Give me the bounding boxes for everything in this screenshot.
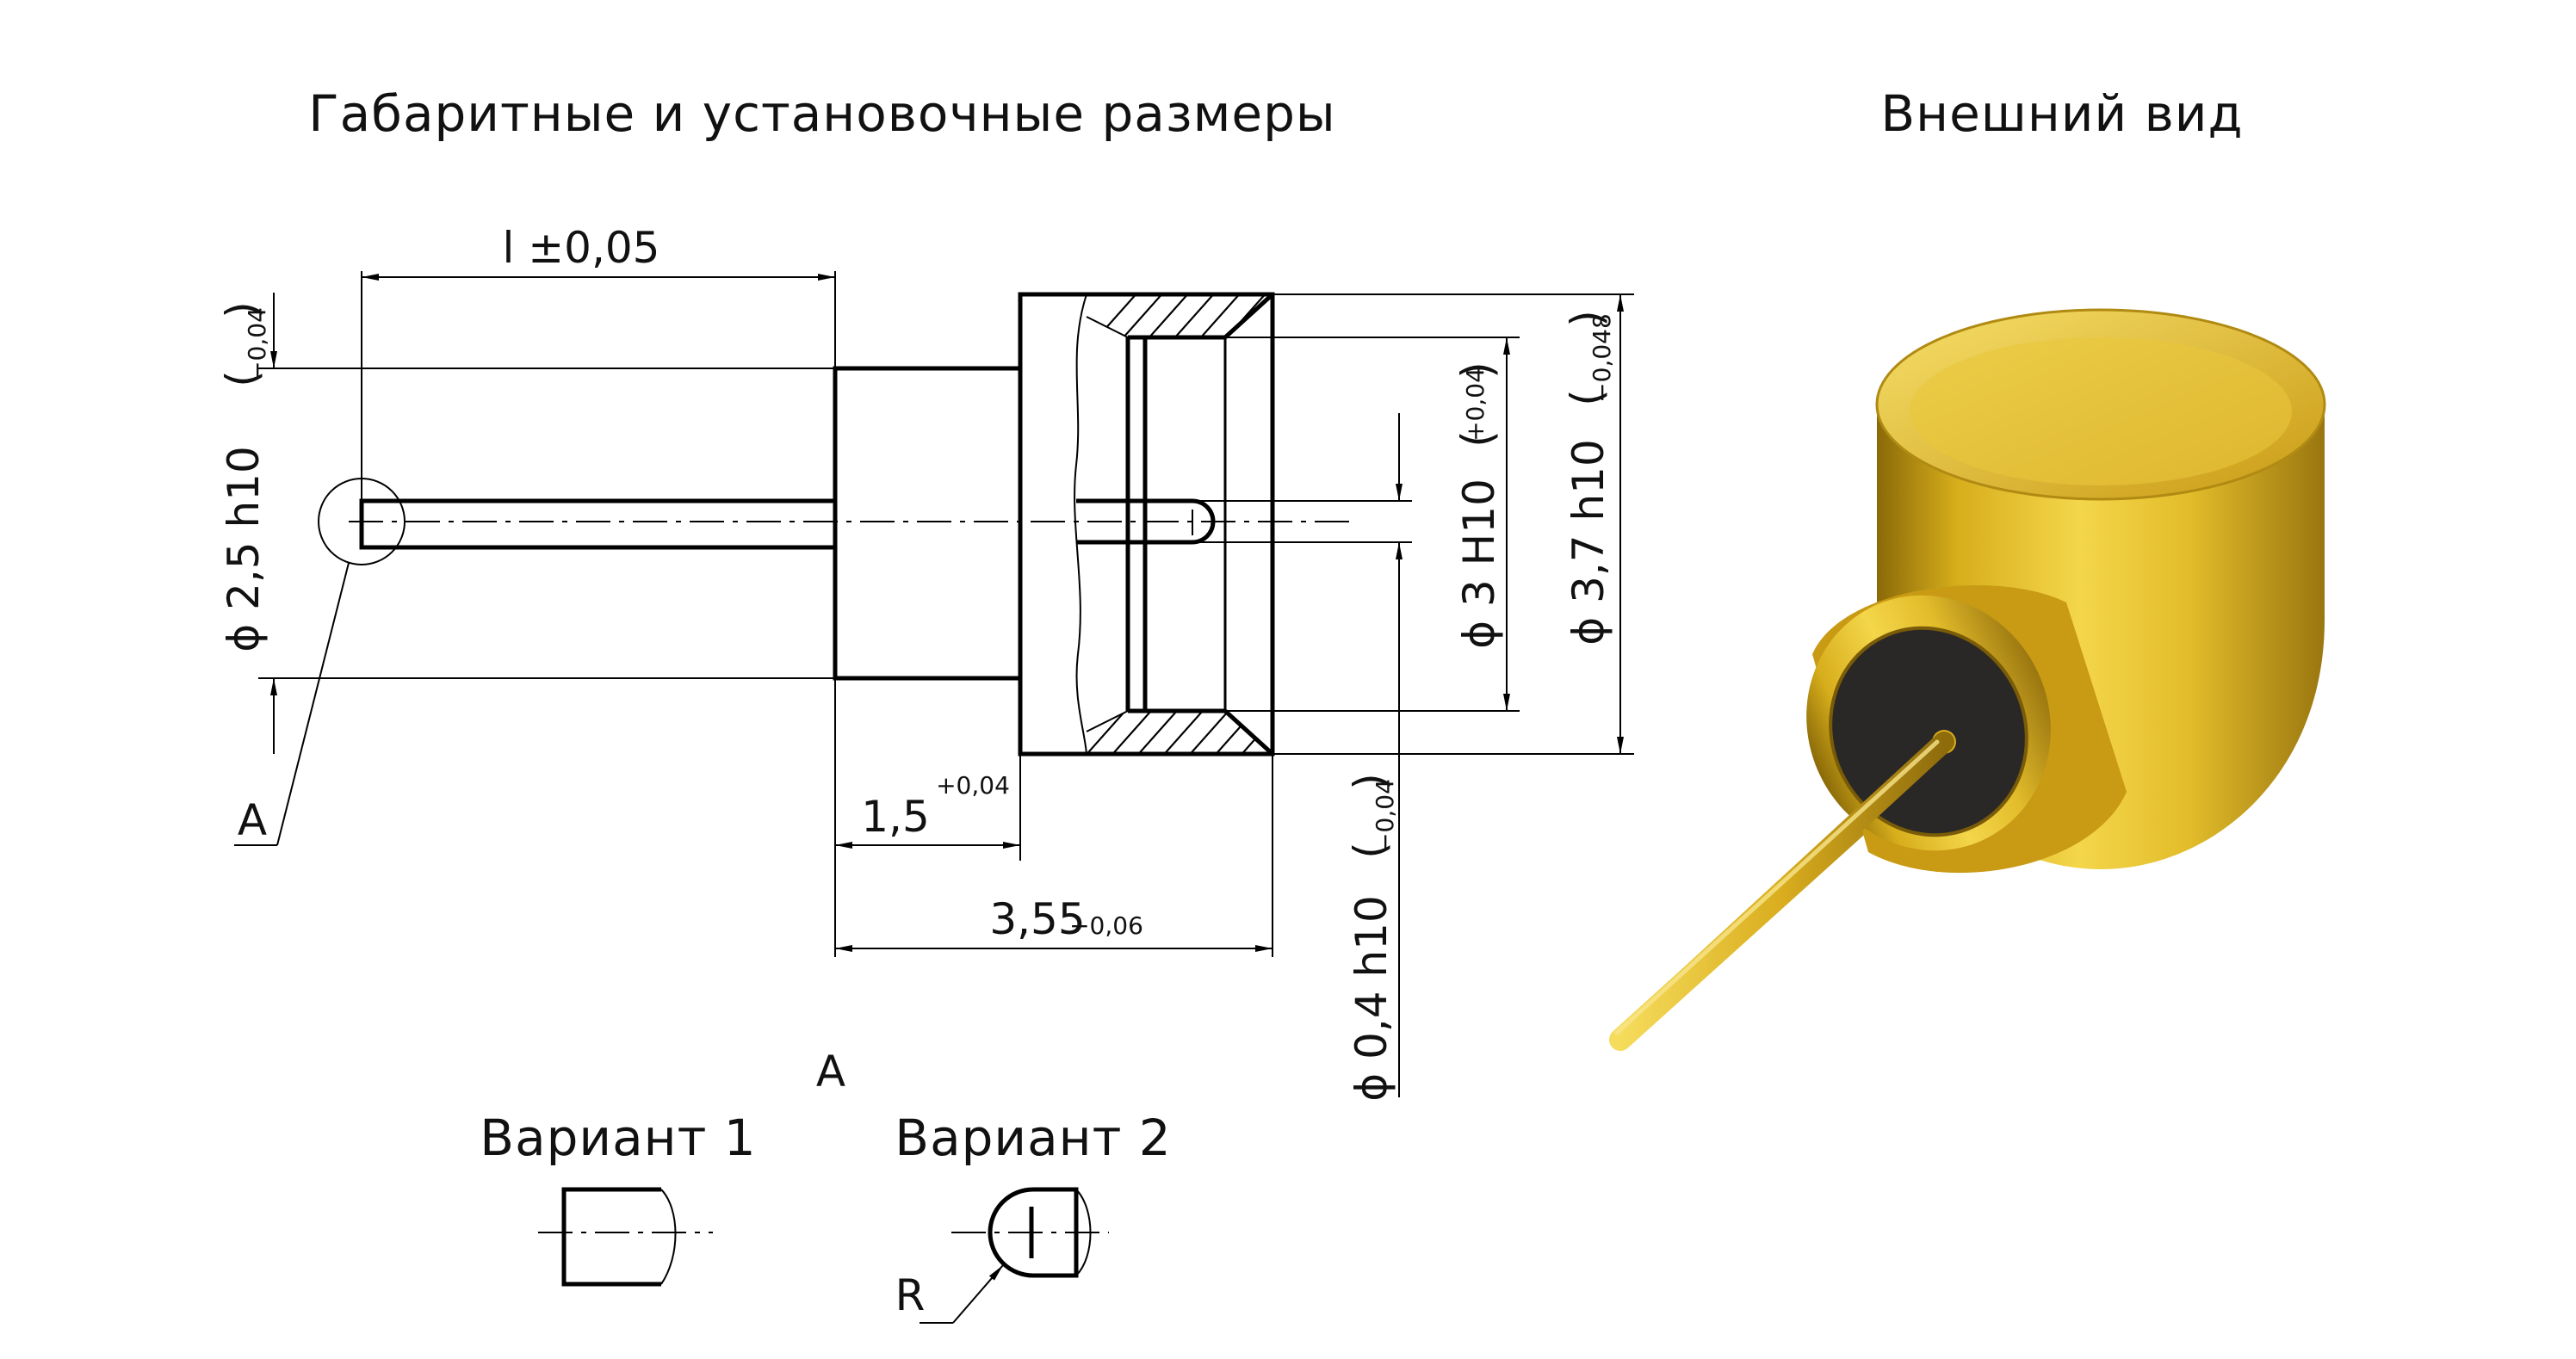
connector-section-view: l ±0,05 ϕ 2,5 h10 ( −0,04 ) А ϕ 3 H10 ( …	[217, 223, 1634, 1102]
dim-length-label: l ±0,05	[502, 223, 659, 273]
dim-d04-label: ϕ 0,4 h10	[1347, 895, 1396, 1102]
dim-d3-group: ϕ 3 H10 ( +0,04 )	[1452, 361, 1504, 649]
dim-d3-tolerance: +0,04	[1461, 368, 1489, 442]
view-label-a: А	[816, 1047, 845, 1096]
connector-photo	[1609, 308, 2326, 1051]
pin-outline	[359, 498, 838, 550]
photo-pin-highlight	[1614, 739, 1940, 1035]
dim-d3-paren-open: (	[1452, 430, 1502, 448]
dimensions-heading: Габаритные и установочные размеры	[308, 84, 1335, 143]
dim-d3-label: ϕ 3 H10	[1454, 479, 1504, 649]
inner-pin	[1076, 498, 1216, 545]
dim-d04-group: ϕ 0,4 h10 ( −0,04 )	[1345, 773, 1399, 1102]
detail-leader-a	[276, 562, 350, 846]
radius-label: R	[895, 1270, 926, 1320]
photo-pin-front	[1610, 732, 1954, 1050]
detail-circle-a	[318, 478, 406, 565]
dim-d37-paren-close: )	[1562, 310, 1612, 327]
view-a-variants: А Вариант 1 Вариант 2 R	[480, 1047, 1171, 1324]
dim-w15-tolerance: +0,04	[936, 771, 1010, 800]
photo-insulator	[1829, 626, 2028, 837]
variant-1-sketch	[538, 1187, 713, 1287]
chamfer-bottom	[1128, 708, 1274, 756]
chamfer-top	[1128, 293, 1274, 340]
dim-d25-paren-close: )	[217, 301, 267, 318]
dim-d37-paren-open: (	[1562, 389, 1612, 406]
detail-label-a: А	[238, 795, 267, 845]
dim-w355-label: 3,55	[989, 894, 1085, 944]
photo-body-top-inner	[1910, 337, 2292, 485]
dim-w15-label: 1,5	[861, 792, 930, 842]
dim-d04-paren-open: (	[1345, 842, 1395, 859]
variant-2-sketch	[920, 1187, 1109, 1324]
dim-d3-paren-close: )	[1452, 361, 1502, 379]
head-outline	[1018, 292, 1275, 757]
variant-2-label: Вариант 2	[895, 1109, 1171, 1167]
dim-d37-label: ϕ 3,7 h10	[1564, 439, 1613, 646]
dim-w355-tolerance: −0,06	[1069, 911, 1143, 940]
variant-1-label: Вариант 1	[480, 1109, 756, 1167]
dim-d37-tolerance: −0,048	[1588, 313, 1616, 403]
dim-d04-tolerance: −0,04	[1371, 779, 1399, 853]
dim-d25-paren-open: (	[217, 370, 267, 387]
appearance-heading: Внешний вид	[1880, 84, 2243, 143]
break-line	[1074, 293, 1087, 755]
dim-d25-label: ϕ 2,5 h10	[219, 446, 269, 652]
dim-d25-tolerance: −0,04	[243, 307, 271, 381]
neck-outline	[833, 366, 1023, 681]
dim-d25-group: ϕ 2,5 h10 ( −0,04 )	[217, 301, 271, 652]
dim-d04-paren-close: )	[1345, 773, 1395, 790]
dim-d37-group: ϕ 3,7 h10 ( −0,048 )	[1562, 310, 1616, 646]
